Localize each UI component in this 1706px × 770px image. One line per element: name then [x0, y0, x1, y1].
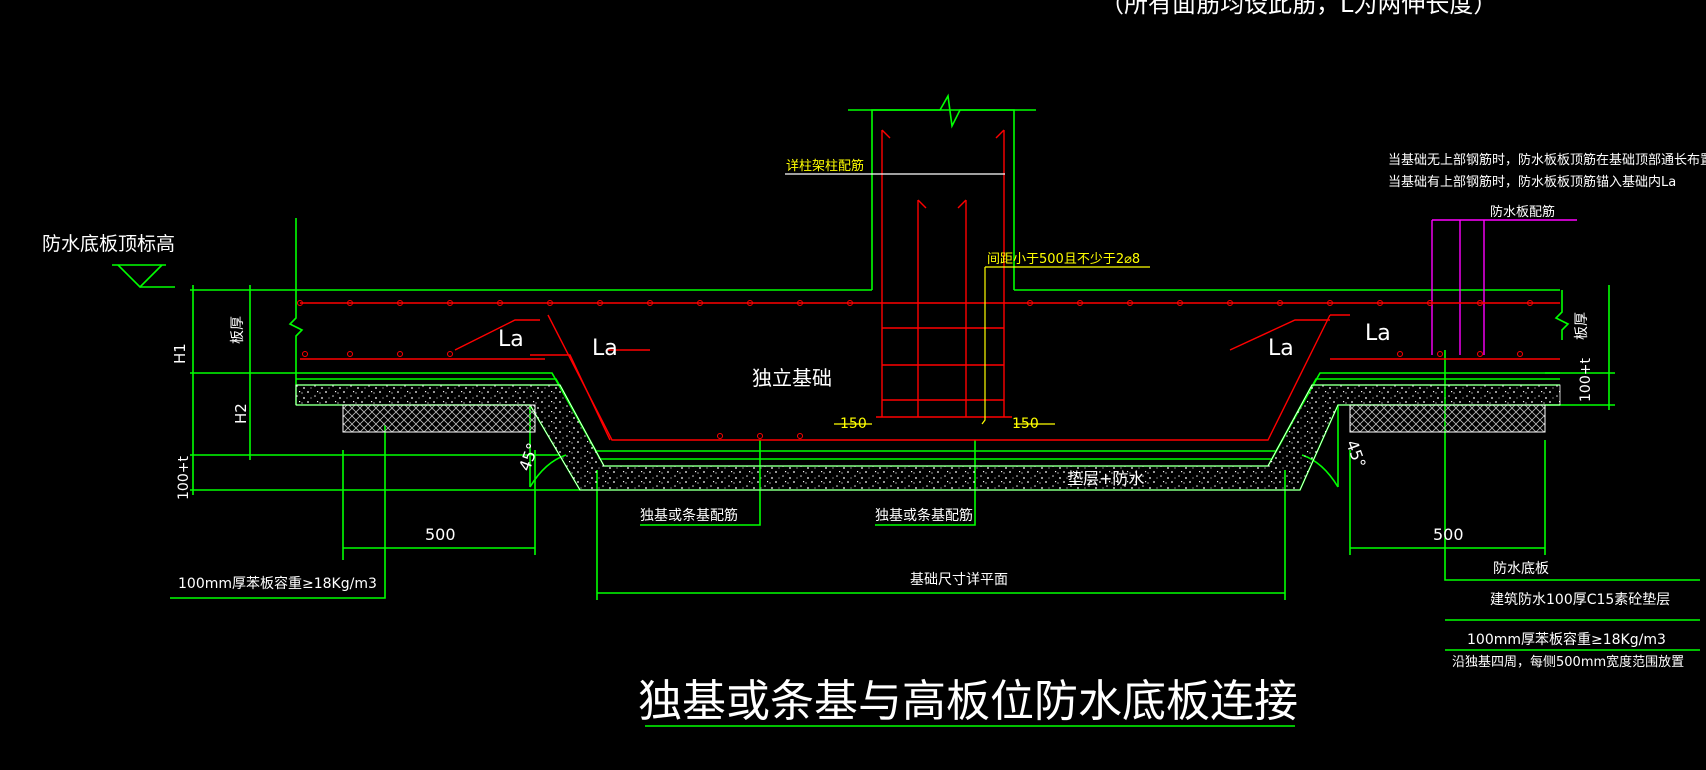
waterproof-top-elevation-label: 防水底板顶标高: [42, 233, 175, 255]
column-rebar-label: 详柱架柱配筋: [786, 158, 864, 174]
right-note-2: 当基础有上部钢筋时，防水板板顶筋锚入基础内La: [1388, 174, 1676, 190]
dim-150-left: 150: [840, 416, 867, 432]
dim-100t-right: 100+t: [1578, 358, 1594, 402]
yellow-leaders: [834, 266, 1150, 425]
foam-board-right-label: 100mm厚苯板容重≥18Kg/m3: [1467, 631, 1666, 648]
rebar-dots: [297, 300, 1533, 439]
la-label-3: La: [1268, 336, 1294, 361]
la-label-2: La: [592, 336, 618, 361]
dim-h2: H2: [232, 403, 250, 424]
dim-500-right: 500: [1433, 525, 1464, 544]
waterproof-slab-label: 防水底板: [1493, 561, 1549, 577]
foam-board-left-label: 100mm厚苯板容重≥18Kg/m3: [178, 575, 377, 592]
foam-board-left: [342, 404, 536, 433]
spacing-note: 间距小于500且不少于2⌀8: [987, 252, 1140, 267]
right-note-1: 当基础无上部钢筋时，防水板板顶筋在基础顶部通长布置: [1388, 152, 1706, 168]
waterproof-slab-rebar-marker: [1431, 219, 1577, 355]
waterproof-board-rebar-label: 防水板配筋: [1490, 204, 1555, 220]
concrete-cushion: [295, 384, 1561, 491]
board-thickness-right: 板厚: [1574, 312, 1590, 340]
foam-board-note: 沿独基四周，每侧500mm宽度范围放置: [1452, 654, 1684, 670]
dim-500-left: 500: [425, 525, 456, 544]
independent-foundation-label: 独立基础: [752, 366, 832, 390]
foundation-size-label: 基础尺寸详平面: [910, 571, 1008, 588]
la-label-1: La: [498, 327, 524, 352]
cushion-waterproof-label: 垫层+防水: [1067, 469, 1144, 488]
base-rebar-label-2: 独基或条基配筋: [875, 507, 973, 524]
board-thickness-left: 板厚: [230, 316, 246, 344]
c15-cushion-label: 建筑防水100厚C15素砼垫层: [1490, 592, 1670, 608]
header-note: （所有面筋均设此筋，L为两伸长度）: [1100, 0, 1497, 18]
dim-150-right: 150: [1012, 416, 1039, 432]
dim-h1: H1: [171, 343, 189, 364]
base-rebar-label-1: 独基或条基配筋: [640, 507, 738, 524]
angle-45-left: 45°: [515, 440, 543, 473]
foam-board-right: [1349, 404, 1546, 433]
drawing-title: 独基或条基与高板位防水底板连接: [638, 676, 1298, 727]
dim-100t-left: 100+t: [176, 456, 192, 500]
la-label-4: La: [1365, 321, 1391, 346]
rebar-lines: [300, 129, 1560, 441]
angle-45-right: 45°: [1342, 438, 1370, 471]
